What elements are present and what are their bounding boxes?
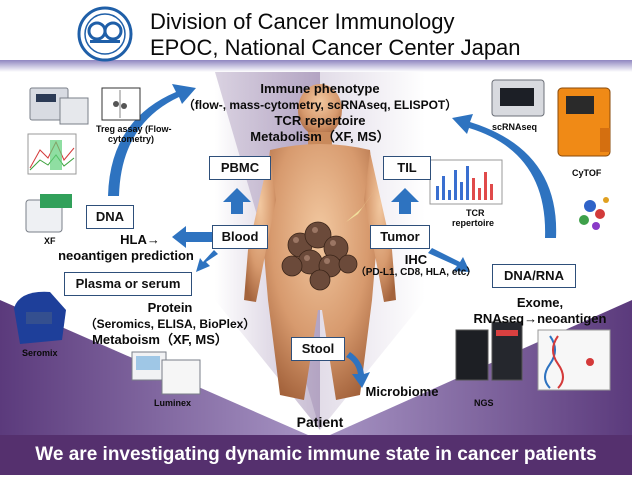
treg-caption-line-1: Treg assay (Flow- [96,124,172,134]
body-illustration [244,84,396,400]
stool-box: Stool [291,337,345,361]
microbiome-label: Microbiome [365,384,439,399]
tumor-box: Tumor [370,225,430,249]
pbmc-box: PBMC [209,156,271,180]
ngs-caption: NGS [474,398,494,408]
metabolism-label: Metabolism（XF, MS） [250,129,390,144]
bottom-banner: We are investigating dynamic immune stat… [0,435,632,475]
treg-caption-line-2: cytometry) [108,134,155,144]
title-line-1: Division of Cancer Immunology [150,9,455,34]
blood-box: Blood [212,225,268,249]
ihc-label: IHC [404,252,428,267]
tcr-caption-line-1: TCR [466,208,485,218]
cytof-caption: CyTOF [572,168,602,178]
immune-phenotype-label: Immune phenotype [260,81,380,96]
title-line-2: EPOC, National Cancer Center Japan [150,35,521,60]
neoantigen-prediction-label: neoantigen prediction [58,248,194,263]
protein-label: Protein [147,300,193,315]
patient-label: Patient [296,414,344,430]
flow-arrows [108,84,557,388]
plasma-box: Plasma or serum [64,272,192,296]
banner-text: We are investigating dynamic immune stat… [35,444,597,465]
phenotype-methods: （flow-, mass-cytometry, scRNAseq, ELISPO… [182,98,458,112]
rnaseq-neoantigen-label: RNAseq→neoantigen [473,311,607,326]
metabolism-left-label: Metaboism（XF, MS） [92,332,228,347]
xf-caption: XF [44,236,56,246]
exome-label: Exome, [516,295,564,310]
tcr-caption-line-2: repertoire [452,218,495,228]
dna-rna-box: DNA/RNA [492,264,576,288]
ihc-markers: （PD-L1, CD8, HLA, etc） [355,267,477,278]
hla-label: HLA→ [120,232,160,247]
til-box: TIL [383,156,431,180]
seromix-caption: Seromix [22,348,58,358]
institution-logo [77,6,133,62]
protein-methods: （Seromics, ELISA, BioPlex） [84,317,256,331]
dna-box: DNA [86,205,134,229]
luminex-caption: Luminex [154,398,192,408]
tcr-repertoire-label: TCR repertoire [274,113,366,128]
scrnaseq-caption: scRNAseq [492,122,538,132]
instrument-illustrations [14,79,611,395]
